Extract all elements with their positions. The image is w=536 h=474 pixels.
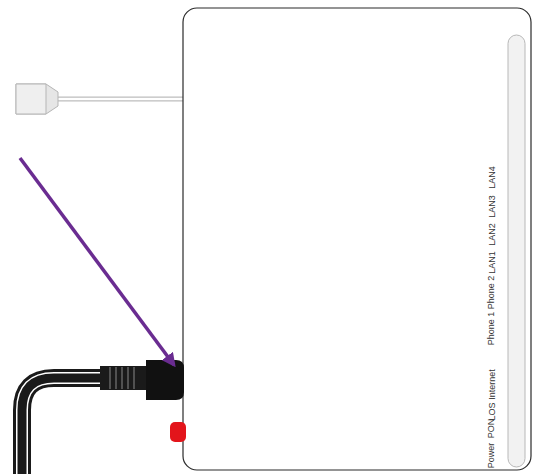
cable-plug — [16, 84, 58, 114]
port-label: LOS — [487, 402, 496, 420]
power-cable-core — [22, 378, 104, 474]
cable-plug-body — [16, 84, 46, 114]
data-cable — [58, 97, 184, 102]
led-strip — [508, 35, 525, 467]
port-label: Internet — [488, 369, 497, 400]
data-cable-core — [58, 98, 184, 101]
port-label: Phone 2 — [488, 275, 497, 309]
port-label: LAN4 — [487, 166, 496, 189]
plug-strain-relief — [100, 366, 146, 390]
power-cable-inner — [22, 378, 104, 474]
port-label: LAN2 — [487, 223, 496, 246]
port-label: PON — [487, 418, 496, 438]
port-label: LAN1 — [487, 251, 496, 274]
port-label: Phone 1 — [488, 311, 497, 345]
port-label: LAN3 — [487, 195, 496, 218]
power-plug — [146, 360, 184, 400]
plug-ribs — [110, 367, 134, 389]
port-label: Power — [487, 442, 496, 468]
pointer-arrow — [20, 158, 174, 365]
reset-button — [170, 422, 186, 442]
power-cable — [22, 378, 104, 474]
router-body — [183, 8, 531, 470]
